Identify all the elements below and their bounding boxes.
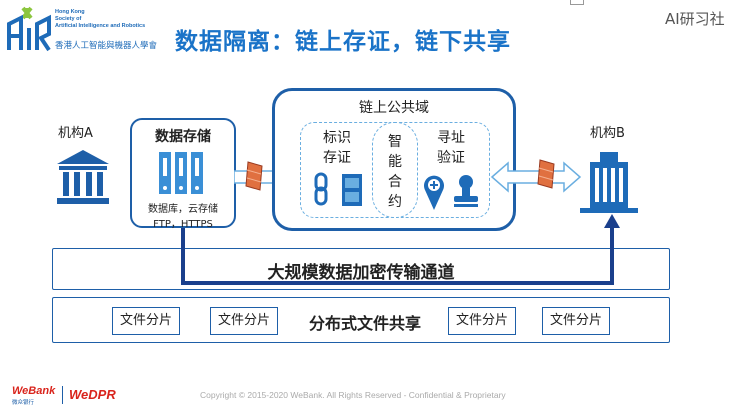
link-icon bbox=[314, 172, 362, 206]
hksair-logo bbox=[7, 6, 51, 52]
location-stamp-icon bbox=[424, 175, 478, 210]
firewall-icon bbox=[537, 159, 555, 189]
building-icon bbox=[580, 152, 638, 213]
wedpr-logo: WeDPR bbox=[69, 387, 116, 402]
database-icon bbox=[159, 152, 203, 194]
id-evidence-label: 标识 存证 bbox=[312, 128, 362, 168]
channel-title: 大规模数据加密传输通道 bbox=[267, 263, 455, 283]
address-verify-label: 寻址 验证 bbox=[426, 128, 476, 168]
domain-title: 链上公共域 bbox=[359, 100, 429, 116]
double-arrow-icon bbox=[490, 161, 582, 193]
org-b-label: 机构B bbox=[590, 126, 625, 141]
storage-desc: 数据库，云存储 bbox=[148, 204, 218, 215]
file-shard: 文件分片 bbox=[112, 307, 180, 335]
org-line: Hong Kong bbox=[55, 9, 85, 15]
label-line: 验证 bbox=[437, 150, 465, 166]
storage-protocols: FTP，HTTPS bbox=[153, 219, 213, 230]
label-char: 智 bbox=[388, 134, 402, 150]
org-name-zh: 香港人工智能與機器人學會 bbox=[55, 41, 158, 51]
label-char: 能 bbox=[388, 154, 402, 170]
org-line: Artificial Intelligence and Robotics bbox=[55, 23, 146, 29]
org-line: Society of bbox=[55, 16, 82, 22]
firewall-icon bbox=[245, 161, 263, 191]
data-storage-box: 数据存储 数据库，云存储 FTP，HTTPS bbox=[130, 118, 236, 230]
label-line: 标识 bbox=[323, 130, 351, 146]
channel-line-overlay bbox=[181, 226, 614, 285]
file-shard: 文件分片 bbox=[542, 307, 610, 335]
label-char: 约 bbox=[388, 194, 402, 210]
page-title: 数据隔离：链上存证，链下共享 bbox=[175, 29, 511, 55]
webank-sub: 微众银行 bbox=[12, 400, 35, 406]
divider bbox=[62, 386, 63, 404]
smart-contract-group bbox=[372, 122, 418, 218]
smart-contract-label: 智 能 合 约 bbox=[372, 132, 418, 212]
bank-icon bbox=[57, 150, 109, 204]
file-shard: 文件分片 bbox=[448, 307, 516, 335]
window-icon bbox=[570, 0, 584, 5]
webank-logo: WeBank bbox=[12, 385, 56, 397]
sharing-title: 分布式文件共享 bbox=[308, 314, 421, 333]
storage-title: 数据存储 bbox=[155, 129, 211, 145]
file-shard: 文件分片 bbox=[210, 307, 278, 335]
label-line: 存证 bbox=[323, 150, 351, 166]
label-char: 合 bbox=[388, 174, 402, 190]
org-name-en: Hong Kong Society of Artificial Intellig… bbox=[55, 9, 145, 30]
copyright: Copyright © 2015-2020 WeBank. All Rights… bbox=[200, 390, 506, 400]
brand-label: AI研习社 bbox=[665, 10, 725, 28]
label-line: 寻址 bbox=[437, 130, 465, 146]
org-a-label: 机构A bbox=[58, 126, 93, 141]
